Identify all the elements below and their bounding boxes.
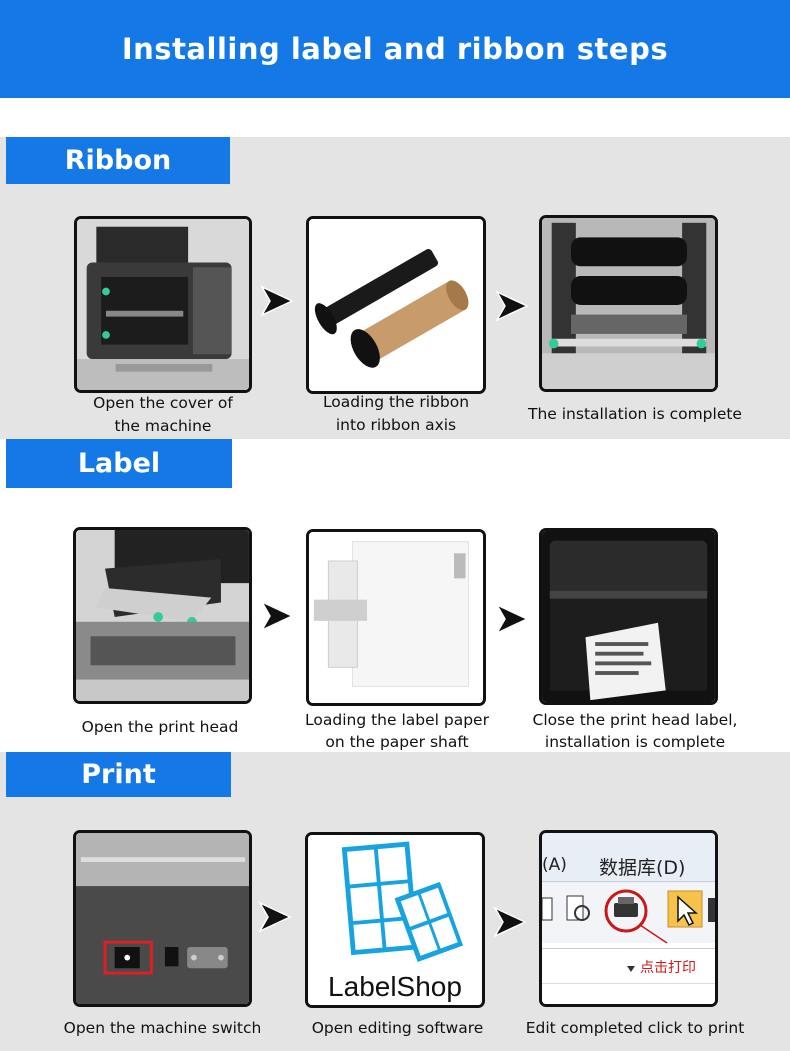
step-caption: Open the machine switch — [50, 1017, 275, 1040]
caption-line: installation is complete — [544, 733, 726, 751]
screenshot-menubar — [542, 833, 715, 882]
ribbon-installed-illustration — [542, 218, 715, 389]
page-title: Installing label and ribbon steps — [121, 32, 669, 66]
caption-line: Edit completed click to print — [525, 1019, 745, 1037]
label-roll-illustration — [309, 532, 483, 703]
section-tab-label: Label — [6, 439, 232, 488]
caption-line: the machine — [114, 417, 212, 435]
section-ribbon: Ribbon — [0, 137, 790, 439]
print-head-open-illustration — [76, 530, 249, 701]
caption-line: The installation is complete — [528, 405, 742, 423]
photo-ribbon-axis — [306, 216, 486, 394]
chevron-right-icon — [260, 600, 294, 632]
photo-ribbon-installed — [539, 215, 718, 392]
section-tab-ribbon: Ribbon — [6, 137, 230, 184]
caption-line: Open the machine switch — [63, 1019, 262, 1037]
caption-line: Open editing software — [311, 1019, 484, 1037]
printer-closed-illustration — [542, 531, 715, 702]
step-caption: Open the cover of the machine — [63, 392, 263, 438]
photo-open-print-head — [73, 527, 252, 704]
chevron-right-icon — [258, 901, 292, 933]
caption-line: into ribbon axis — [335, 416, 457, 434]
chevron-right-icon — [495, 290, 529, 322]
chevron-right-icon — [260, 285, 294, 317]
labelshop-logo-card: LabelShop — [305, 832, 485, 1008]
section-label: Label — [0, 439, 790, 751]
ribbon-axis-illustration — [309, 219, 483, 391]
step-caption: Close the print head label, installation… — [510, 709, 760, 753]
photo-label-installed — [539, 528, 718, 705]
step-caption: Edit completed click to print — [505, 1017, 765, 1040]
caption-line: Loading the ribbon — [322, 393, 470, 411]
caption-line: Open the cover of — [93, 394, 233, 412]
labelshop-logo-text: LabelShop — [328, 971, 462, 1002]
chevron-right-icon — [495, 603, 529, 635]
section-print: Print — [0, 752, 790, 1051]
step-caption: Open editing software — [290, 1017, 505, 1040]
step-caption: The installation is complete — [515, 403, 755, 426]
photo-open-cover — [74, 216, 252, 393]
screenshot-menu-left: (A) — [542, 855, 567, 875]
step-caption: Loading the label paper on the paper sha… — [287, 709, 507, 753]
printer-back-illustration — [76, 833, 249, 1004]
chevron-right-icon — [493, 906, 527, 938]
software-screenshot-card: (A) 数据库(D) 点击打印 — [539, 830, 718, 1007]
labelshop-logo-icon — [308, 835, 482, 1005]
caption-line: on the paper shaft — [325, 733, 469, 751]
caption-line: Close the print head label, — [532, 711, 738, 729]
step-caption: Open the print head — [55, 716, 265, 739]
step-caption: Loading the ribbon into ribbon axis — [296, 391, 496, 437]
page-header: Installing label and ribbon steps — [0, 0, 790, 98]
toolbar-illustration — [542, 883, 715, 1004]
photo-label-paper — [306, 529, 486, 706]
caption-line: Open the print head — [81, 718, 239, 736]
caption-line: Loading the label paper — [305, 711, 489, 729]
print-annotation: 点击打印 — [640, 960, 696, 976]
printer-open-illustration — [77, 219, 249, 390]
section-tab-print: Print — [6, 752, 231, 797]
screenshot-menu-database: 数据库(D) — [599, 857, 686, 879]
photo-machine-switch — [73, 830, 252, 1007]
